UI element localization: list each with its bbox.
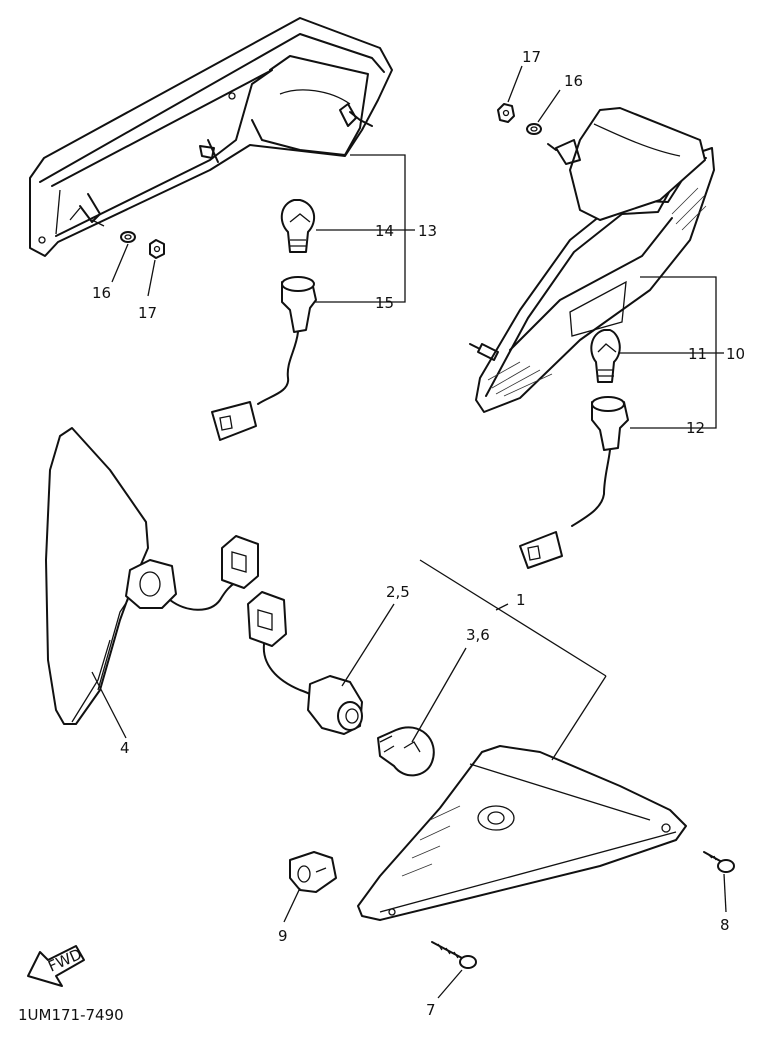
callout-1: 1 — [516, 591, 526, 609]
right-flasher-socket-connector — [469, 139, 581, 361]
callout-16-left: 16 — [92, 284, 111, 302]
callout-7: 7 — [426, 1001, 436, 1019]
right-assembly-leaders — [618, 276, 724, 429]
side-panel-4 — [45, 427, 149, 725]
washer-16-right — [526, 89, 561, 135]
callout-17-left: 17 — [138, 304, 157, 322]
panel-4-socket — [125, 535, 259, 611]
callout-9: 9 — [278, 927, 288, 945]
screw-8 — [703, 851, 735, 913]
socket-15 — [211, 276, 317, 441]
leader-4 — [91, 671, 127, 739]
callout-10: 10 — [726, 345, 745, 363]
callout-3-6: 3,6 — [466, 626, 490, 644]
bulb-14 — [280, 199, 316, 253]
callout-12: 12 — [686, 419, 705, 437]
connector-lower-center — [247, 591, 315, 697]
screw-7 — [431, 941, 477, 999]
nut-17-right — [497, 65, 523, 123]
left-flasher-lens-housing — [29, 17, 393, 257]
left-flasher-socket-connector — [69, 103, 373, 227]
bulb-11 — [590, 329, 621, 383]
callout-4: 4 — [120, 739, 130, 757]
callout-8: 8 — [720, 916, 730, 934]
fwd-arrow-icon: FWD — [27, 945, 85, 987]
right-flasher-lens-housing — [475, 107, 715, 413]
washer-16-left — [111, 231, 136, 283]
callout-2-5: 2,5 — [386, 583, 410, 601]
socket-2-5 — [307, 675, 363, 735]
bulb-3-6 — [377, 726, 435, 777]
callout-15: 15 — [375, 294, 394, 312]
callout-14: 14 — [375, 222, 394, 240]
callout-13: 13 — [418, 222, 437, 240]
clip-9 — [283, 851, 337, 923]
right-flasher-shading — [487, 187, 707, 397]
callout-17-right: 17 — [522, 48, 541, 66]
lens-1 — [357, 745, 687, 921]
socket-12 — [519, 396, 629, 569]
nut-17-left — [147, 239, 165, 297]
lens-assembly-leaders — [341, 559, 607, 761]
drawing-number: 1UM171-7490 — [18, 1006, 124, 1024]
callout-11: 11 — [688, 345, 707, 363]
callout-16-right: 16 — [564, 72, 583, 90]
left-assembly-leaders — [315, 154, 415, 303]
